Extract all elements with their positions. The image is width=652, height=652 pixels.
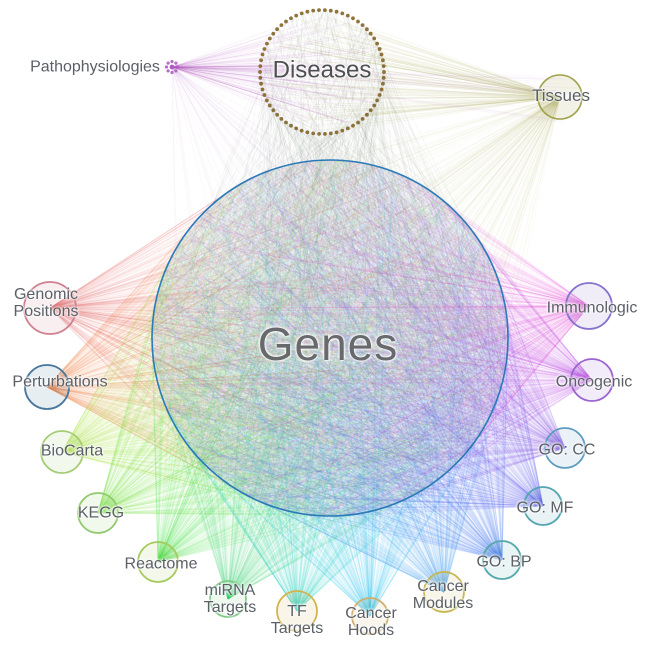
oncogenic-fan — [152, 159, 593, 517]
mirna-targets-node[interactable] — [209, 580, 247, 618]
kegg-node[interactable] — [77, 492, 119, 534]
immunologic-fan — [152, 159, 590, 517]
cancer-modules-fan — [151, 159, 509, 593]
diseases-node[interactable] — [258, 8, 386, 136]
cancer-hoods-node[interactable] — [351, 597, 389, 635]
genomic-positions-fan — [49, 159, 509, 517]
biocarta-node[interactable] — [40, 430, 84, 474]
kegg-fan — [97, 159, 509, 517]
genes-mesh — [151, 159, 509, 517]
mirna-targets-fan — [151, 159, 509, 600]
go-cc-node[interactable] — [544, 427, 586, 469]
cancer-hoods-fan — [151, 159, 509, 617]
cancer-modules-node[interactable] — [423, 571, 465, 613]
genes-fill — [152, 160, 508, 516]
go-mf-node[interactable] — [523, 486, 563, 526]
tf-targets-node[interactable] — [276, 590, 318, 632]
genomic-positions-node[interactable] — [23, 281, 77, 335]
perturbations-node[interactable] — [24, 364, 70, 410]
go-bp-node[interactable] — [482, 540, 522, 580]
diseases-genes-fan — [151, 9, 509, 516]
go-bp-fan — [151, 160, 509, 561]
genes-node[interactable] — [151, 159, 509, 517]
reactome-fan — [151, 159, 509, 563]
go-mf-fan — [152, 159, 544, 517]
pathophysiologies-node[interactable] — [164, 59, 180, 75]
oncogenic-node[interactable] — [570, 358, 614, 402]
tissues-node[interactable] — [537, 74, 583, 120]
tf-targets-fan — [151, 159, 509, 612]
biocarta-fan — [61, 159, 509, 517]
immunologic-node[interactable] — [565, 282, 613, 330]
pathophysiologies-fan — [171, 17, 582, 504]
reactome-node[interactable] — [137, 541, 179, 583]
perturbations-fan — [46, 159, 508, 517]
